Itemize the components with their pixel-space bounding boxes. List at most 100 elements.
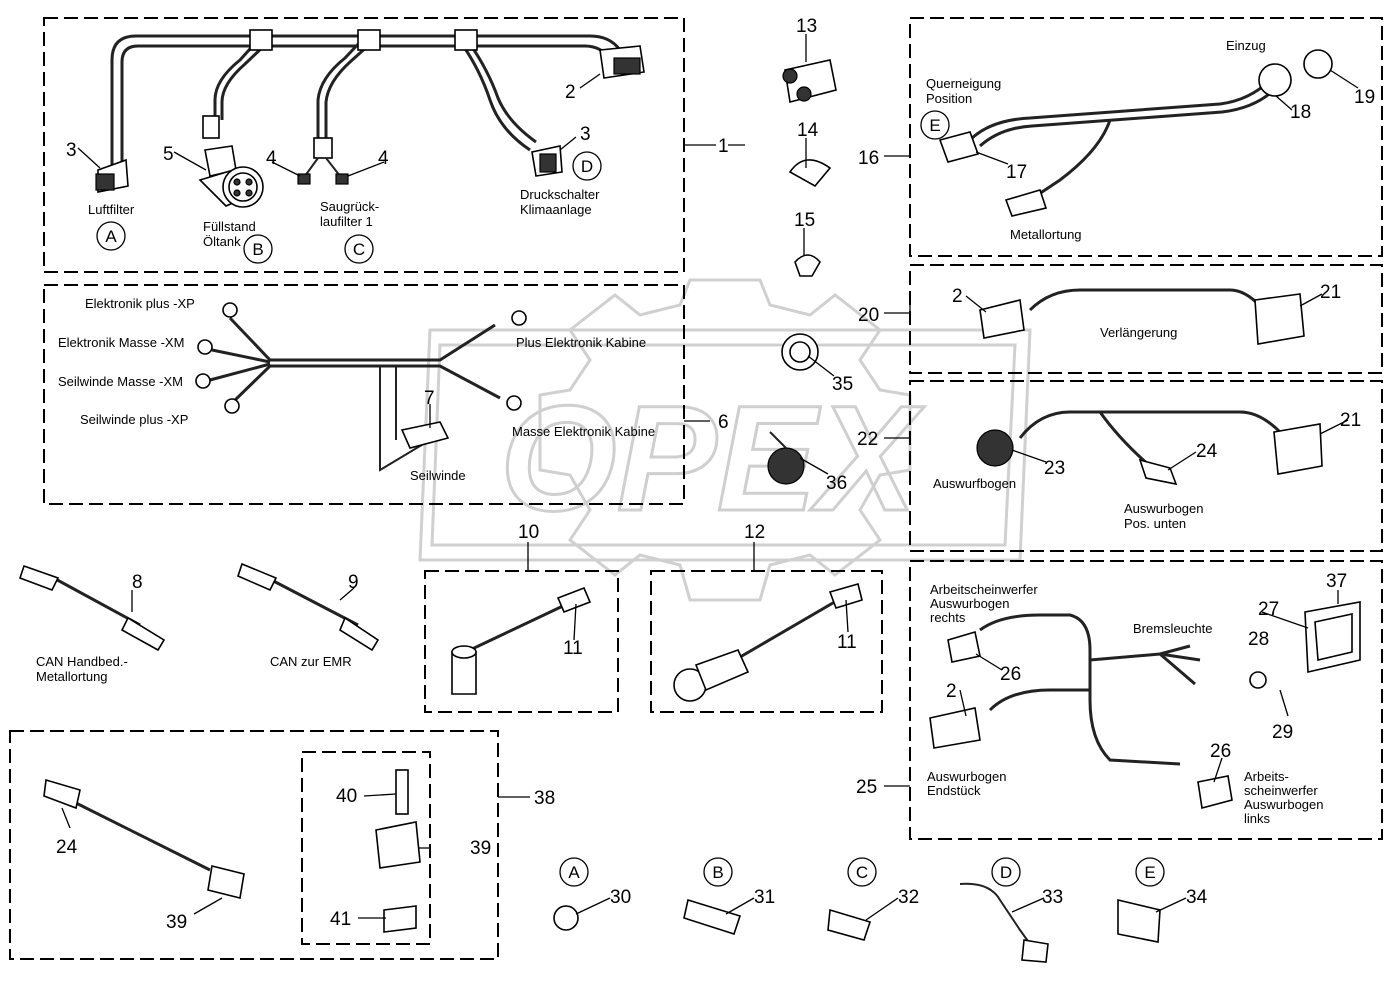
part-number-7: 7 (424, 388, 435, 409)
part-number-26: 26 (1210, 741, 1231, 762)
part-number-33: 33 (1042, 887, 1063, 908)
part-number-41: 41 (330, 909, 351, 930)
part-number-14: 14 (797, 120, 819, 141)
group-box-10 (424, 570, 619, 713)
part-number-1: 1 (718, 136, 729, 157)
part-number-2: 2 (565, 82, 576, 103)
label-auswurfbogen: Auswurfbogen (933, 476, 1016, 491)
label-querneigung-line2: Position (926, 91, 972, 106)
label-bremsleuchte: Bremsleuchte (1133, 621, 1212, 636)
label-seilwinde-masse: Seilwinde Masse -XM (58, 374, 183, 389)
letter-a-part: A (568, 863, 580, 882)
letter-b-part: B (712, 863, 723, 882)
letter-b-callout: B (252, 240, 263, 259)
part-number-39: 39 (166, 912, 187, 933)
label-arbeitscheinwerfer-rechts-line1: Arbeitscheinwerfer (930, 582, 1038, 597)
label-seilwinde-plus: Seilwinde plus -XP (80, 412, 188, 427)
part-number-19: 19 (1354, 87, 1375, 108)
part-number-40: 40 (336, 786, 357, 807)
part-number-31: 31 (754, 887, 775, 908)
label-arbeitscheinwerfer-rechts-line2: Auswurbogen (930, 596, 1010, 611)
label-einzug: Einzug (1226, 38, 1266, 53)
part-number-4: 4 (266, 148, 277, 169)
group-box-20 (909, 264, 1383, 374)
cable-10-12 (451, 583, 863, 702)
part-number-2: 2 (946, 681, 957, 702)
small-parts-center (767, 59, 837, 485)
letter-d-callout: D (581, 157, 593, 176)
label-metallortung: Metallortung (1010, 227, 1082, 242)
part-number-23: 23 (1044, 458, 1065, 479)
part-number-16: 16 (858, 148, 879, 169)
letter-a-callout: A (105, 227, 117, 246)
part-number-24: 24 (56, 837, 78, 858)
part-number-15: 15 (794, 210, 815, 231)
part-number-29: 29 (1272, 722, 1293, 743)
group-box-16 (909, 17, 1383, 257)
harness-22 (976, 410, 1323, 486)
label-elektronik-masse: Elektronik Masse -XM (58, 335, 184, 350)
label-arbeitscheinwerfer-links-line1: Arbeits- (1244, 769, 1289, 784)
part-number-34: 34 (1186, 887, 1208, 908)
label-auswurbogen-unten-line2: Pos. unten (1124, 516, 1186, 531)
label-plus-elektronik-kabine: Plus Elektronik Kabine (516, 335, 646, 350)
label-seilwinde: Seilwinde (410, 468, 466, 483)
label-saugrueck-line1: Saugrück- (320, 199, 379, 214)
part-numbers: 1 2 2 2 3 3 4 4 5 6 7 8 9 10 11 11 12 13… (56, 16, 1375, 933)
label-can-handbed-line2: Metallortung (36, 669, 108, 684)
part-number-30: 30 (610, 887, 631, 908)
label-querneigung-line1: Querneigung (926, 76, 1001, 91)
letter-c-callout: C (353, 240, 365, 259)
group-box-1 (43, 17, 685, 273)
component-labels: Luftfilter Füllstand Öltank Saugrück- la… (36, 38, 1324, 826)
part-number-22: 22 (857, 429, 878, 450)
circled-letters: A B C D E A B C D E (96, 110, 1165, 887)
watermark-text: OPEX (500, 374, 925, 542)
part-number-10: 10 (518, 522, 539, 543)
letter-e-part: E (1144, 863, 1155, 882)
part-number-32: 32 (898, 887, 919, 908)
part-number-2: 2 (952, 286, 963, 307)
label-endstueck-line2: Endstück (927, 783, 981, 798)
part-number-3: 3 (580, 124, 591, 145)
part-number-6: 6 (718, 412, 729, 433)
part-number-36: 36 (826, 473, 847, 494)
harness-20 (979, 288, 1305, 345)
label-can-handbed-line1: CAN Handbed.- (36, 654, 128, 669)
part-number-24: 24 (1196, 441, 1218, 462)
part-number-3: 3 (66, 140, 77, 161)
part-number-38: 38 (534, 788, 555, 809)
part-number-21: 21 (1320, 282, 1341, 303)
label-arbeitscheinwerfer-links-line2: scheinwerfer (1244, 783, 1318, 798)
label-arbeitscheinwerfer-links-line4: links (1244, 811, 1271, 826)
part-number-25: 25 (856, 777, 877, 798)
opex-watermark: OPEX (418, 278, 1032, 602)
label-endstueck-line1: Auswurbogen (927, 769, 1007, 784)
part-number-26: 26 (1000, 664, 1021, 685)
part-number-21: 21 (1340, 410, 1361, 431)
part-number-20: 20 (858, 305, 879, 326)
group-box-12 (650, 570, 883, 713)
part-number-37: 37 (1326, 571, 1347, 592)
part-number-27: 27 (1258, 599, 1279, 620)
letter-d-part: D (1000, 863, 1012, 882)
group-box-6 (43, 284, 685, 505)
label-elektronik-plus: Elektronik plus -XP (85, 296, 195, 311)
label-verlaengerung: Verlängerung (1100, 325, 1177, 340)
part-number-18: 18 (1290, 102, 1311, 123)
cable-38 (43, 769, 421, 933)
part-number-8: 8 (132, 572, 143, 593)
label-luftfilter: Luftfilter (88, 202, 135, 217)
harness-1 (95, 29, 645, 208)
label-fuellstand-line1: Füllstand (203, 219, 256, 234)
label-masse-elektronik-kabine: Masse Elektronik Kabine (512, 424, 655, 439)
group-box-38 (9, 730, 499, 960)
label-druckschalter-line2: Klimaanlage (520, 202, 592, 217)
part-number-35: 35 (832, 374, 853, 395)
label-saugrueck-line2: laufilter 1 (320, 214, 373, 229)
part-number-12: 12 (744, 522, 765, 543)
label-druckschalter-line1: Druckschalter (520, 187, 600, 202)
harness-16 (938, 49, 1333, 217)
